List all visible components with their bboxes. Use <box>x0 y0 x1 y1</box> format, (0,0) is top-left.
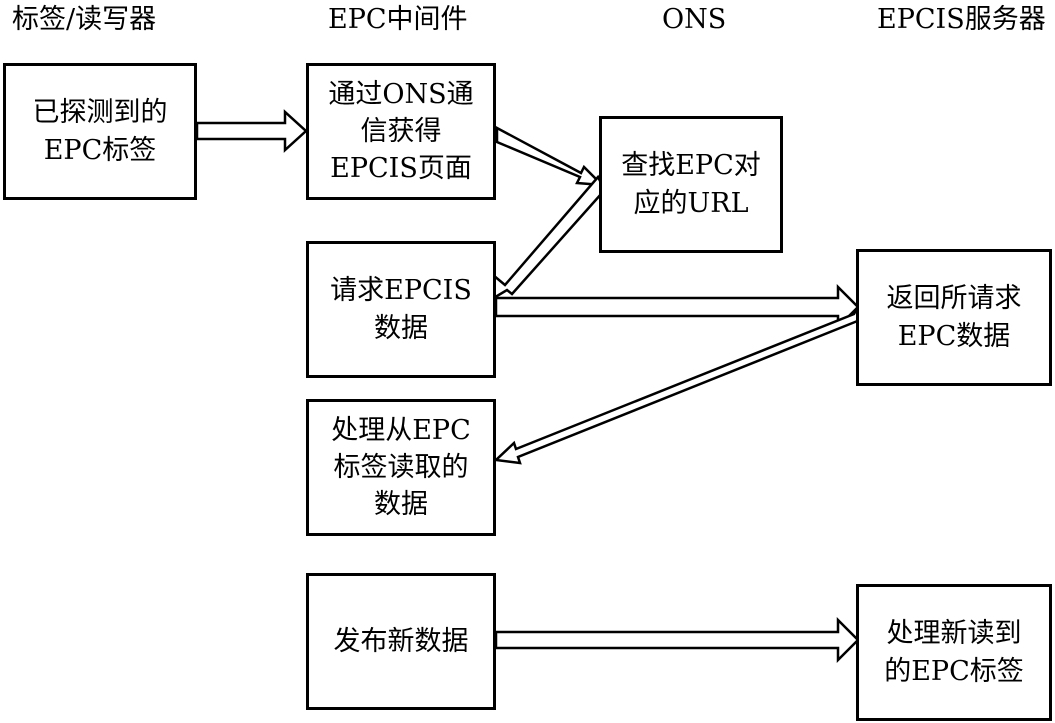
box-process-read-data: 处理从EPC 标签读取的 数据 <box>306 399 496 536</box>
column-header-ons: ONS <box>662 4 727 35</box>
box-find-url-text: 查找EPC对 应的URL <box>621 150 761 219</box>
arrow-find-url-to-request <box>490 174 604 302</box>
box-detected-epc-tag-text: 已探测到的 EPC标签 <box>32 97 168 166</box>
column-header-reader: 标签/读写器 <box>12 4 157 35</box>
box-find-url: 查找EPC对 应的URL <box>599 116 783 253</box>
arrow-detected-to-ons-query <box>195 109 308 153</box>
box-process-new-tag: 处理新读到 的EPC标签 <box>856 584 1052 721</box>
box-process-read-data-text: 处理从EPC 标签读取的 数据 <box>331 414 471 521</box>
box-request-epcis-text: 请求EPCIS 数据 <box>330 275 472 344</box>
arrow-publish-to-process-new <box>494 616 860 664</box>
box-process-new-tag-text: 处理新读到 的EPC标签 <box>884 618 1024 687</box>
box-ons-query-text: 通过ONS通 信获得 EPCIS页面 <box>328 78 474 185</box>
box-publish-new-data-text: 发布新数据 <box>333 625 469 657</box>
box-return-epc-data-text: 返回所请求 EPC数据 <box>886 283 1022 352</box>
arrow-return-to-process <box>493 303 862 465</box>
arrow-request-to-return <box>494 283 860 331</box>
box-publish-new-data: 发布新数据 <box>306 573 496 710</box>
box-return-epc-data: 返回所请求 EPC数据 <box>856 249 1052 386</box>
column-header-epcis: EPCIS服务器 <box>877 4 1046 35</box>
box-detected-epc-tag: 已探测到的 EPC标签 <box>3 63 197 200</box>
box-request-epcis: 请求EPCIS 数据 <box>306 241 496 378</box>
arrow-ons-query-to-find-url <box>495 125 606 187</box>
box-ons-query: 通过ONS通 信获得 EPCIS页面 <box>306 63 496 200</box>
column-header-middleware: EPC中间件 <box>328 4 468 35</box>
